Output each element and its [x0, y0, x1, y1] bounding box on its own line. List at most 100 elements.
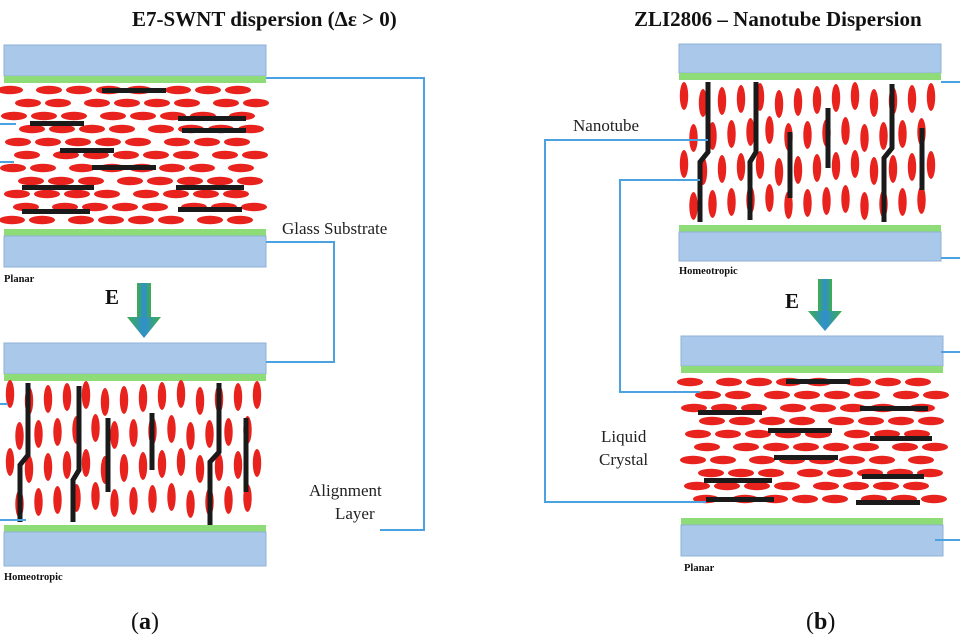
- lc-molecule: [765, 184, 774, 212]
- lc-molecule: [917, 186, 926, 214]
- lc-molecule: [841, 185, 850, 213]
- lc-molecule: [903, 481, 929, 491]
- lc-molecule: [839, 455, 865, 465]
- lc-molecule: [869, 157, 879, 185]
- lc-molecule: [110, 421, 119, 449]
- lc-molecule: [212, 150, 238, 160]
- lc-molecule: [243, 98, 269, 108]
- lc-molecule: [64, 189, 90, 199]
- nanotube-layer: [22, 88, 246, 214]
- lc-molecule: [194, 137, 220, 147]
- lc-molecule: [853, 442, 879, 452]
- lc-molecule: [717, 155, 727, 183]
- lc-molecule: [840, 403, 866, 413]
- lc-molecule: [81, 381, 91, 409]
- panel-b-leader-lines: [544, 81, 960, 541]
- field-arrow: E: [105, 283, 161, 338]
- lc-molecule: [95, 137, 121, 147]
- lc-molecule: [898, 188, 907, 216]
- lc-molecule: [831, 84, 841, 112]
- alignment-layer: [679, 225, 941, 232]
- lc-molecule: [774, 481, 800, 491]
- lc-molecule: [142, 202, 168, 212]
- lc-molecule: [744, 481, 770, 491]
- lc-molecule: [125, 137, 151, 147]
- lc-molecule: [774, 158, 784, 186]
- lc-molecule: [225, 85, 251, 95]
- lc-molecule: [698, 89, 708, 117]
- glass-substrate: [678, 231, 942, 262]
- lc-molecule: [18, 176, 44, 186]
- lc-molecule: [148, 124, 174, 134]
- planar-label: Planar: [684, 563, 715, 574]
- lc-molecule: [84, 98, 110, 108]
- lc-molecule: [841, 117, 850, 145]
- homeotropic-label: Homeotropic: [4, 572, 63, 583]
- lc-molecule: [869, 455, 895, 465]
- glass-substrate: [678, 43, 942, 74]
- lc-molecule: [685, 429, 711, 439]
- glass-substrate: [3, 235, 267, 268]
- glass-substrate: [680, 524, 944, 557]
- lc-molecule: [15, 422, 24, 450]
- nanotube: [92, 165, 156, 170]
- lc-molecule: [34, 488, 43, 516]
- lc-molecule: [129, 487, 138, 515]
- lc-molecule: [879, 122, 888, 150]
- lc-molecule: [30, 163, 56, 173]
- lc-molecule: [189, 163, 215, 173]
- liquid-crystal-layer: [679, 82, 936, 220]
- lc-molecule: [177, 176, 203, 186]
- lc-molecule: [873, 481, 899, 491]
- lc-molecule: [677, 377, 703, 387]
- lc-molecule: [680, 455, 706, 465]
- lc-molecule: [794, 390, 820, 400]
- nanotube: [860, 406, 928, 411]
- alignment-layer: [4, 76, 266, 83]
- lc-molecule: [159, 163, 185, 173]
- lc-molecule: [695, 390, 721, 400]
- lc-molecule: [174, 98, 200, 108]
- lc-molecule: [746, 377, 772, 387]
- lc-molecule: [714, 481, 740, 491]
- lc-molecule: [193, 189, 219, 199]
- lc-molecule: [228, 163, 254, 173]
- lc-molecule: [892, 442, 918, 452]
- liquid-crystal-layer: [0, 85, 269, 225]
- lc-molecule: [858, 416, 884, 426]
- lc-molecule: [237, 176, 263, 186]
- alignment-layer: [4, 374, 266, 381]
- lc-molecule: [679, 82, 689, 110]
- lc-molecule: [898, 120, 907, 148]
- lc-molecule: [888, 155, 898, 183]
- lc-molecule: [224, 137, 250, 147]
- lc-molecule: [694, 442, 720, 452]
- lc-molecule: [813, 481, 839, 491]
- lc-molecule: [81, 449, 91, 477]
- lc-molecule: [792, 494, 818, 504]
- lc-molecule: [242, 150, 268, 160]
- lc-molecule: [195, 85, 221, 95]
- lc-molecule: [710, 455, 736, 465]
- lc-molecule: [197, 215, 223, 225]
- lc-molecule: [69, 163, 95, 173]
- panel-a-top-cell: Planar: [0, 44, 269, 285]
- lc-molecule: [157, 382, 167, 410]
- lc-molecule: [679, 150, 689, 178]
- lc-molecule: [91, 482, 100, 510]
- lc-molecule: [831, 152, 841, 180]
- lc-molecule: [727, 120, 736, 148]
- lc-molecule: [918, 416, 944, 426]
- lc-molecule: [850, 82, 860, 110]
- lc-molecule: [98, 215, 124, 225]
- lc-molecule: [128, 215, 154, 225]
- planar-label: Planar: [4, 274, 35, 285]
- lc-molecule: [860, 124, 869, 152]
- nanotube: [774, 455, 838, 460]
- nanotube: [182, 128, 246, 133]
- lc-molecule: [729, 416, 755, 426]
- glass-substrate: [680, 335, 944, 367]
- nanotube: [768, 428, 832, 433]
- lc-molecule: [822, 187, 831, 215]
